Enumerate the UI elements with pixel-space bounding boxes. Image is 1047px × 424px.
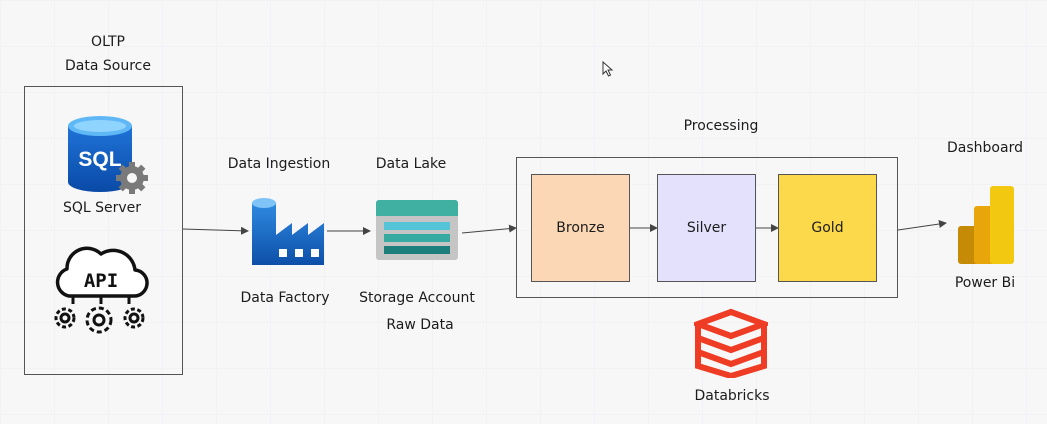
databricks-icon	[694, 308, 768, 378]
stage-silver: Silver	[657, 174, 756, 282]
storage-account-icon	[376, 200, 458, 260]
stage-silver-label: Silver	[686, 220, 727, 236]
stage-bronze: Bronze	[531, 174, 630, 282]
storage-account-label: Storage Account	[359, 290, 475, 306]
svg-text:SQL: SQL	[78, 148, 121, 171]
data-factory-label: Data Factory	[240, 290, 330, 306]
data-factory-icon	[252, 198, 324, 265]
power-bi-label: Power Bi	[954, 275, 1016, 291]
databricks-label: Databricks	[694, 388, 770, 404]
stage-gold: Gold	[778, 174, 877, 282]
arrow-processing-to-dashboard	[897, 220, 947, 231]
source-heading-line2: Data Source	[65, 58, 151, 74]
lake-heading: Data Lake	[375, 156, 447, 172]
stage-bronze-label: Bronze	[556, 220, 605, 236]
processing-heading: Processing	[683, 118, 759, 134]
svg-text:API: API	[84, 270, 118, 292]
raw-data-label: Raw Data	[386, 317, 454, 333]
dashboard-heading: Dashboard	[947, 140, 1023, 156]
source-heading-line1: OLTP	[91, 34, 125, 50]
sql-server-label: SQL Server	[62, 200, 142, 216]
arrow-source-to-factory	[182, 226, 249, 235]
api-cloud-icon: API	[54, 246, 149, 334]
stage-gold-label: Gold	[811, 220, 844, 236]
gear-icon	[116, 162, 148, 194]
mouse-cursor-icon	[602, 61, 614, 77]
arrow-lake-to-processing	[461, 224, 517, 234]
power-bi-icon	[958, 186, 1014, 264]
processing-box	[516, 157, 898, 298]
source-box	[24, 86, 183, 375]
ingestion-heading: Data Ingestion	[227, 156, 331, 172]
sql-server-icon: SQL	[68, 116, 148, 194]
